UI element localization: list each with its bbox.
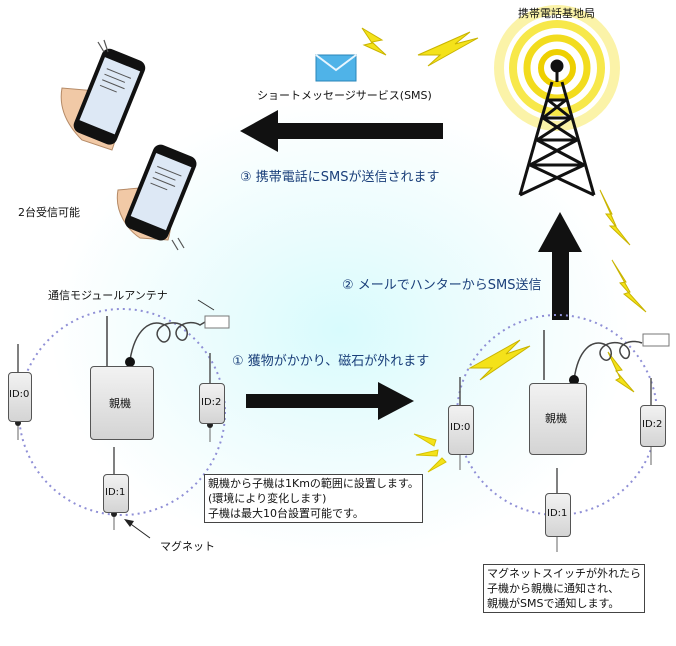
- child-unit-right-1: ID:1: [545, 493, 571, 537]
- info-line: (環境により変化します): [208, 492, 327, 505]
- step3-label: ③ 携帯電話にSMSが送信されます: [240, 170, 440, 185]
- step1-label: ① 獲物がかかり、磁石が外れます: [232, 354, 430, 369]
- info-line: 親機から子機は1Kmの範囲に設置します。: [208, 477, 419, 490]
- child-id-label: ID:0: [450, 422, 471, 433]
- left-antenna-cable: [106, 316, 206, 368]
- parent-label-left: 親機: [109, 397, 131, 410]
- child-id-label: ID:1: [547, 508, 568, 519]
- child-unit-left-2: ID:2: [199, 383, 225, 424]
- antenna-label: 通信モジュールアンテナ: [48, 289, 168, 302]
- parent-label-right: 親機: [545, 412, 567, 425]
- right-antenna-cable: [543, 330, 643, 385]
- child-unit-right-2: ID:2: [640, 405, 666, 447]
- tower-label: 携帯電話基地局: [518, 7, 595, 20]
- arrow-trigger: [246, 382, 414, 420]
- child-unit-left-1: ID:1: [103, 474, 129, 513]
- right-antenna-module: [642, 333, 670, 347]
- child-wires: [17, 426, 652, 552]
- magnet-label: マグネット: [160, 540, 215, 553]
- child-unit-left-0: ID:0: [8, 372, 32, 422]
- left-antenna-module: [204, 315, 230, 329]
- info-line: 子機は最大10台設置可能です。: [208, 507, 364, 520]
- phone-top-icon: [60, 39, 146, 151]
- notify-line: マグネットスイッチが外れたら: [487, 567, 641, 580]
- antenna-pointer-line: [197, 299, 215, 311]
- child-id-label: ID:2: [201, 397, 222, 408]
- child-antennas: [17, 344, 652, 493]
- envelope-icon: [315, 54, 357, 82]
- arrow-to-tower: [538, 212, 582, 320]
- notify-box: マグネットスイッチが外れたら 子機から親機に通知され、 親機がSMSで通知します…: [483, 564, 645, 613]
- notify-line: 子機から親機に通知され、: [487, 582, 620, 595]
- info-box: 親機から子機は1Kmの範囲に設置します。 (環境により変化します) 子機は最大1…: [204, 474, 423, 523]
- sms-service-label: ショートメッセージサービス(SMS): [257, 89, 432, 102]
- magnet-pointer: [124, 519, 151, 539]
- child-id-label: ID:2: [642, 419, 663, 430]
- notify-line: 親機がSMSで通知します。: [487, 597, 620, 610]
- phone-bottom-icon: [116, 144, 197, 251]
- parent-unit-right: 親機: [529, 383, 587, 455]
- child-id-label: ID:0: [9, 389, 30, 400]
- cell-tower-icon: [518, 59, 596, 197]
- child-unit-right-0: ID:0: [448, 405, 474, 455]
- lightning-icons: [361, 27, 647, 393]
- child-id-label: ID:1: [105, 487, 126, 498]
- left-range-circle: [18, 308, 226, 516]
- parent-unit-left: 親機: [90, 366, 154, 440]
- alert-rays: [413, 433, 447, 473]
- phones-label: 2台受信可能: [18, 206, 80, 219]
- arrow-to-phones: [240, 110, 443, 152]
- step2-label: ② メールでハンターからSMS送信: [342, 278, 542, 293]
